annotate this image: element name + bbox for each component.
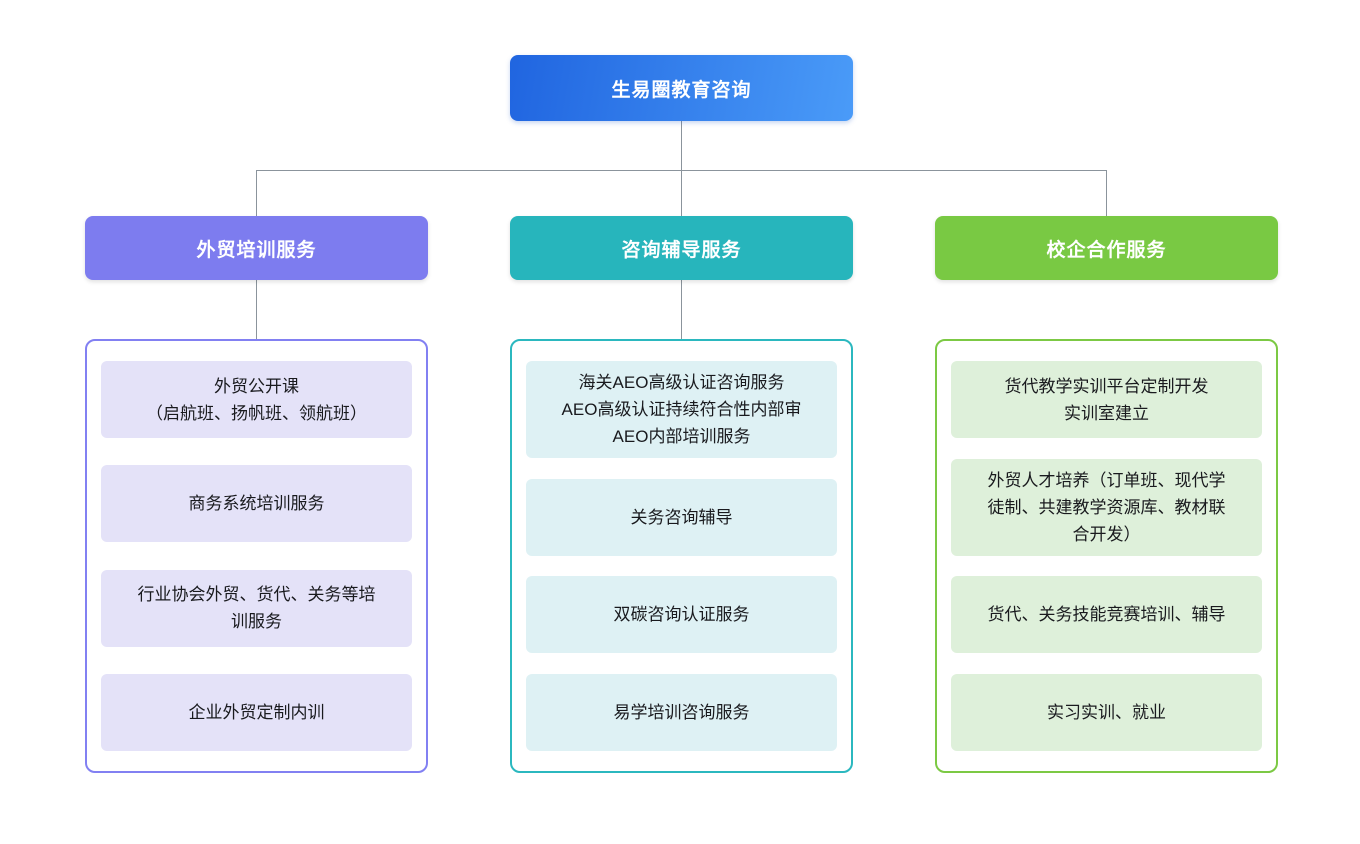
service-item-label: 外贸公开课（启航班、扬帆班、领航班） bbox=[146, 376, 367, 423]
service-item: 企业外贸定制内训 bbox=[101, 673, 412, 751]
service-item: 双碳咨询认证服务 bbox=[526, 576, 837, 654]
root-node-label: 生易圈教育咨询 bbox=[611, 79, 752, 101]
root-node: 生易圈教育咨询 bbox=[510, 55, 853, 121]
service-item-label: 外贸人才培养（订单班、现代学徒制、共建教学资源库、教材联合开发） bbox=[987, 470, 1226, 544]
service-item-label: 关务咨询辅导 bbox=[630, 507, 733, 527]
branch-container: 外贸公开课（启航班、扬帆班、领航班） 商务系统培训服务行业协会外贸、货代、关务等培… bbox=[85, 339, 428, 773]
connector-line bbox=[256, 170, 257, 216]
service-item-label: 实习实训、就业 bbox=[1047, 702, 1166, 722]
service-item: 外贸公开课（启航班、扬帆班、领航班） bbox=[101, 361, 412, 438]
connector-line bbox=[1106, 170, 1107, 216]
connector-line bbox=[256, 280, 257, 339]
branch-container: 货代教学实训平台定制开发实训室建立外贸人才培养（订单班、现代学徒制、共建教学资源… bbox=[935, 339, 1278, 773]
service-item: 易学培训咨询服务 bbox=[526, 673, 837, 751]
service-item-label: 货代、关务技能竞赛培训、辅导 bbox=[987, 605, 1226, 625]
connector-line bbox=[681, 121, 682, 170]
branch-header-label: 外贸培训服务 bbox=[196, 239, 317, 261]
service-item: 实习实训、就业 bbox=[951, 673, 1262, 751]
service-item: 外贸人才培养（订单班、现代学徒制、共建教学资源库、教材联合开发） bbox=[951, 458, 1262, 556]
service-item: 行业协会外贸、货代、关务等培训服务 bbox=[101, 569, 412, 647]
service-item-label: 易学培训咨询服务 bbox=[613, 702, 750, 722]
service-item-label: 企业外贸定制内训 bbox=[188, 702, 325, 722]
branch-header: 校企合作服务 bbox=[935, 216, 1278, 280]
service-item-label: 商务系统培训服务 bbox=[188, 494, 325, 514]
service-item-label: 货代教学实训平台定制开发实训室建立 bbox=[1004, 376, 1209, 423]
service-item: 货代、关务技能竞赛培训、辅导 bbox=[951, 576, 1262, 654]
connector-line bbox=[681, 170, 682, 216]
branch-header-label: 校企合作服务 bbox=[1046, 239, 1167, 261]
service-item-label: 行业协会外贸、货代、关务等培训服务 bbox=[137, 585, 376, 632]
service-item-label: 双碳咨询认证服务 bbox=[613, 605, 750, 625]
branch-header-label: 咨询辅导服务 bbox=[621, 239, 742, 261]
service-item: 关务咨询辅导 bbox=[526, 478, 837, 556]
service-item: 商务系统培训服务 bbox=[101, 465, 412, 543]
service-item: 货代教学实训平台定制开发实训室建立 bbox=[951, 361, 1262, 438]
connector-line bbox=[681, 280, 682, 339]
branch-header: 外贸培训服务 bbox=[85, 216, 428, 280]
branch-header: 咨询辅导服务 bbox=[510, 216, 853, 280]
